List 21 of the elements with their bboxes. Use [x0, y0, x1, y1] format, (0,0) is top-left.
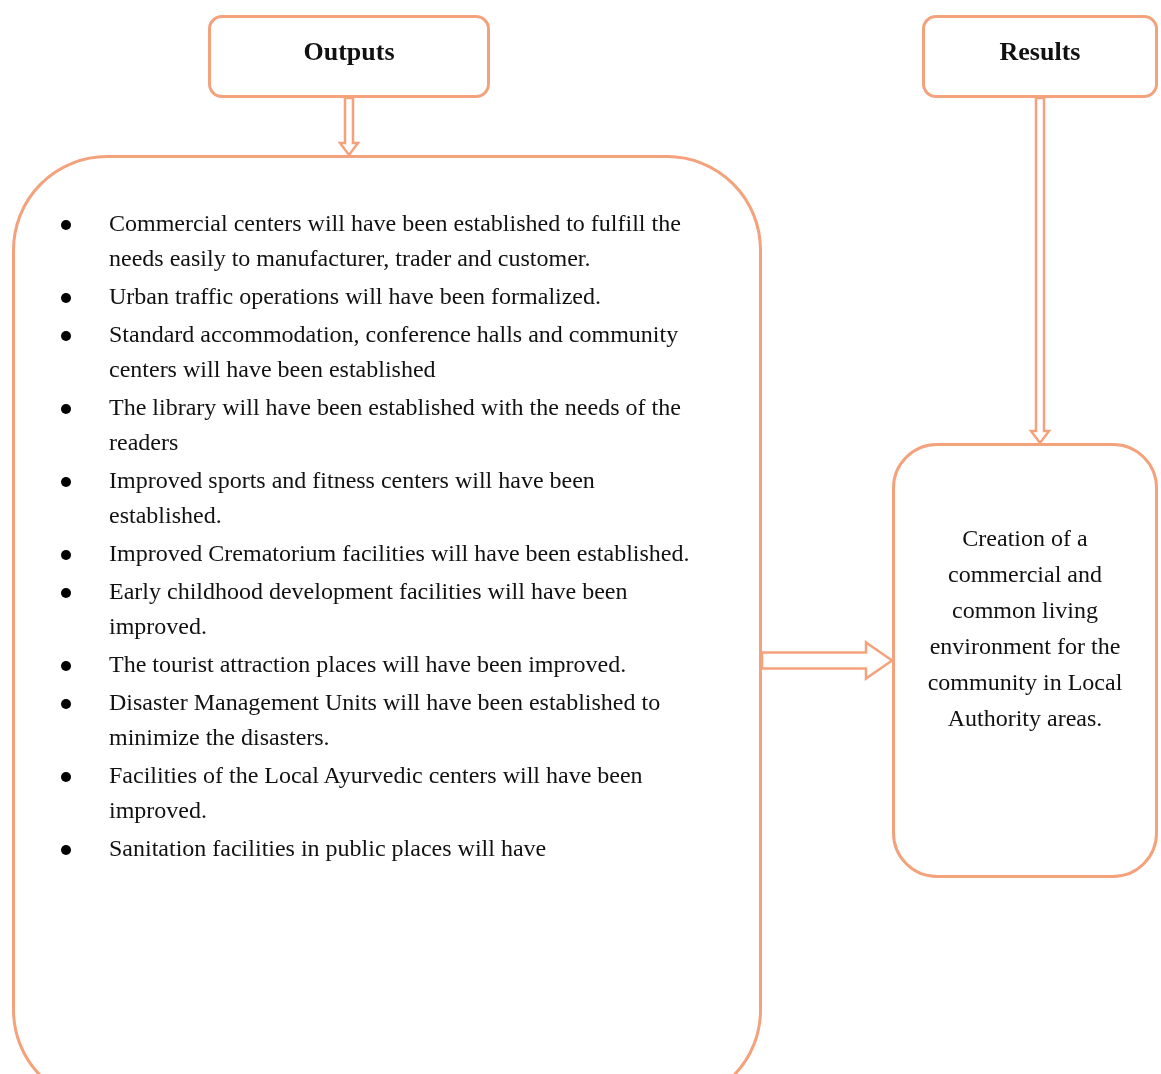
list-item: Sanitation facilities in public places will have — [109, 834, 547, 863]
block-arrow — [337, 96, 361, 158]
list-item: Improved sports and fitness centers will have been established. — [109, 466, 596, 530]
list-item: The tourist attraction places will have been improved. — [109, 650, 627, 679]
content-box — [892, 443, 1158, 878]
block-arrow — [1028, 96, 1052, 446]
content-box — [12, 155, 762, 1074]
list-item: Commercial centers will have been established to fulfill the needs easily to manufacturer, trader and customer. — [109, 209, 682, 273]
header-box — [922, 15, 1158, 98]
list-item: Standard accommodation, conference halls and community centers will have been established — [109, 320, 680, 384]
list-item: Early childhood development facilities will have been improved. — [109, 577, 629, 641]
heading: Outputs — [303, 36, 395, 68]
heading: Results — [999, 36, 1081, 68]
list-item: Facilities of the Local Ayurvedic centers will have been improved. — [109, 761, 644, 825]
result-text: Creation of a commercial and common living environment for the community in Local Authority areas. — [926, 524, 1124, 733]
header-box — [208, 15, 490, 98]
list-item: Improved Crematorium facilities will have been established. — [109, 539, 690, 568]
list-item: Urban traffic operations will have been formalized. — [109, 282, 602, 311]
block-arrow — [760, 640, 895, 681]
list-item: The library will have been established with the needs of the readers — [109, 393, 682, 457]
list-item: Disaster Management Units will have been established to minimize the disasters. — [109, 688, 662, 752]
